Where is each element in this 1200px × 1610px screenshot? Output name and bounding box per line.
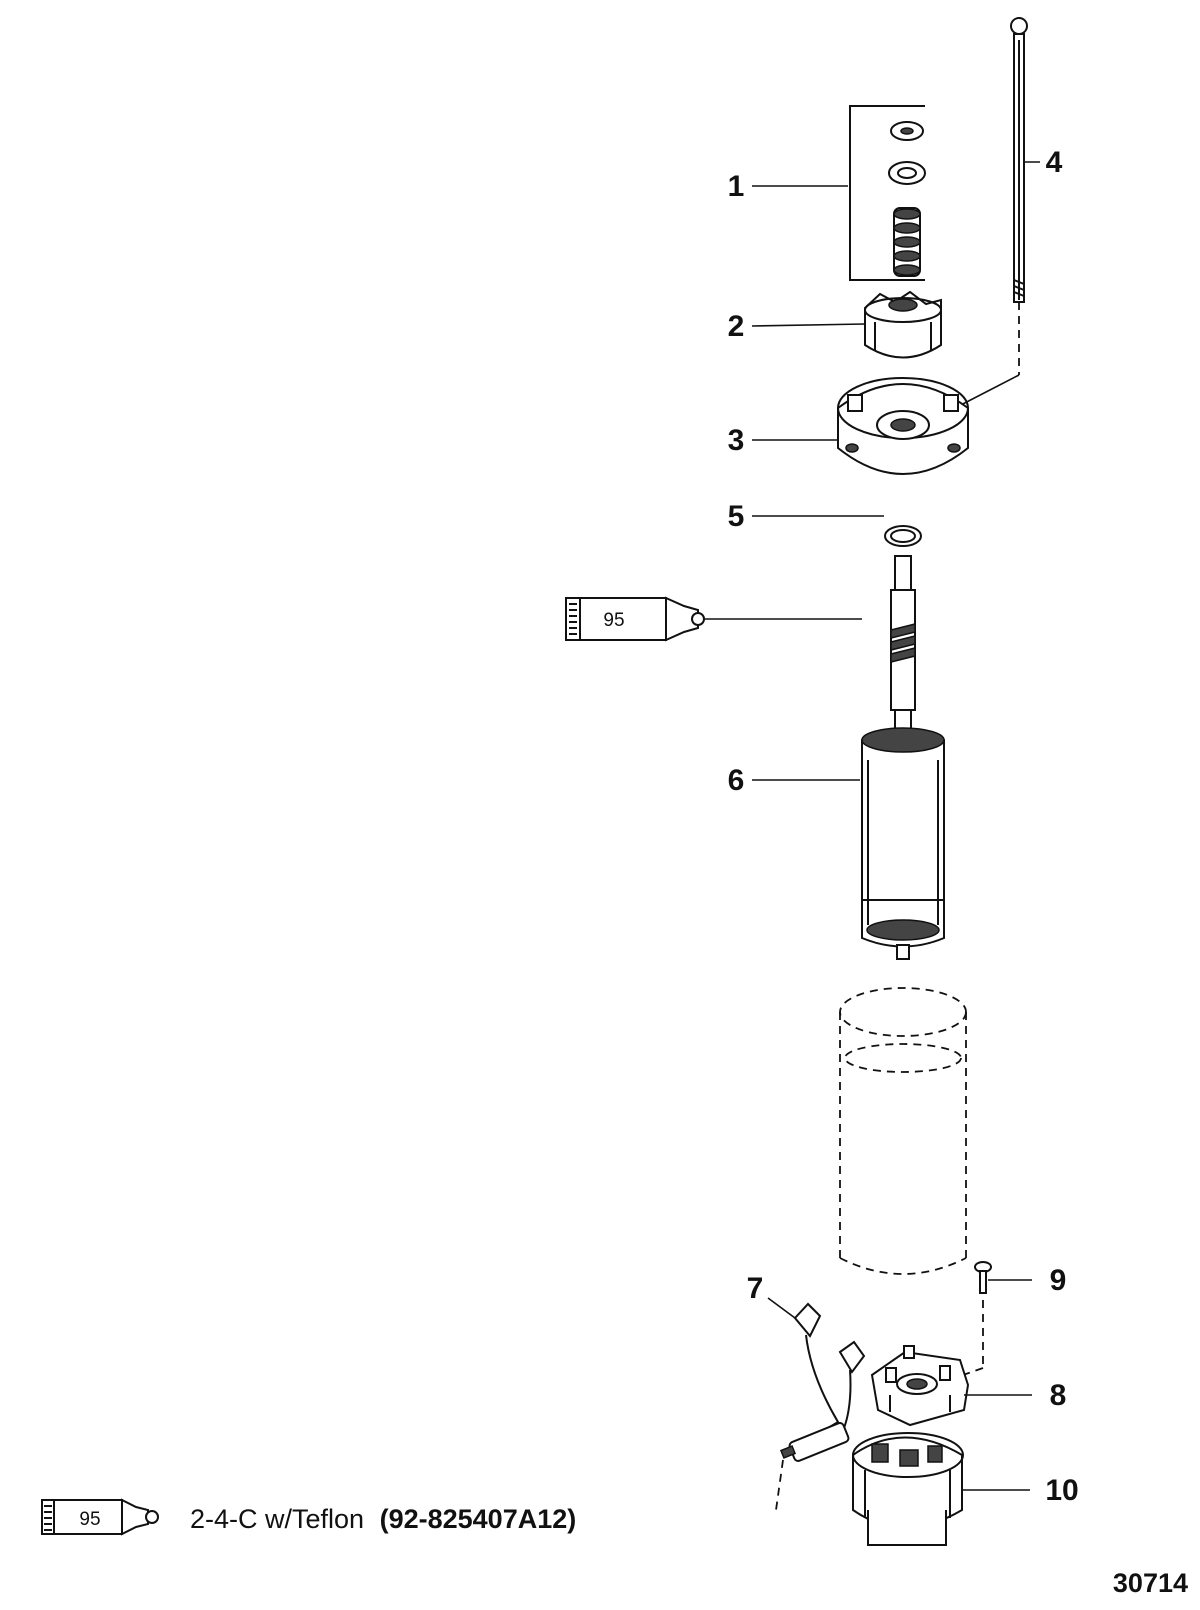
leader-lines: [751, 161, 1040, 1491]
part-2-drive-gear[interactable]: [864, 290, 942, 359]
callout-3: 3: [728, 424, 745, 457]
figure-number: 30714: [1113, 1568, 1188, 1598]
legend-description: 2-4-C w/Teflon (92-825407A12): [190, 1504, 576, 1534]
callout-7: 7: [747, 1272, 764, 1305]
part-10-end-cap[interactable]: [852, 1432, 964, 1546]
callout-8: 8: [1050, 1379, 1067, 1412]
callout-2: 2: [728, 310, 745, 343]
lubricant-tube-number: 95: [603, 610, 624, 631]
callout-9: 9: [1050, 1264, 1067, 1297]
callout-6: 6: [728, 764, 745, 797]
legend-tube-number: 95: [79, 1509, 100, 1530]
part-1-drive-kit[interactable]: [849, 105, 926, 281]
part-4-through-bolt[interactable]: [954, 17, 1028, 409]
legend-description-text: 2-4-C w/Teflon: [190, 1504, 364, 1534]
callout-4: 4: [1046, 146, 1063, 179]
legend-tube-icon: 95: [41, 1498, 159, 1536]
motor-frame-outline: [839, 987, 967, 1275]
part-3-drive-end-cap[interactable]: [837, 377, 969, 475]
part-8-brush-plate[interactable]: [870, 1345, 970, 1427]
legend-part-number: (92-825407A12): [380, 1504, 577, 1534]
part-7-brush-leads[interactable]: [775, 1302, 866, 1511]
part-9-screw[interactable]: [962, 1261, 992, 1376]
lubricant-tube-icon: 95: [565, 596, 705, 642]
callout-10: 10: [1045, 1474, 1078, 1507]
part-6-armature[interactable]: [861, 555, 945, 960]
callout-1: 1: [728, 170, 745, 203]
callout-5: 5: [728, 500, 745, 533]
legend: 95 2-4-C w/Teflon (92-825407A12): [41, 1498, 576, 1536]
part-5-o-ring[interactable]: [884, 525, 922, 547]
